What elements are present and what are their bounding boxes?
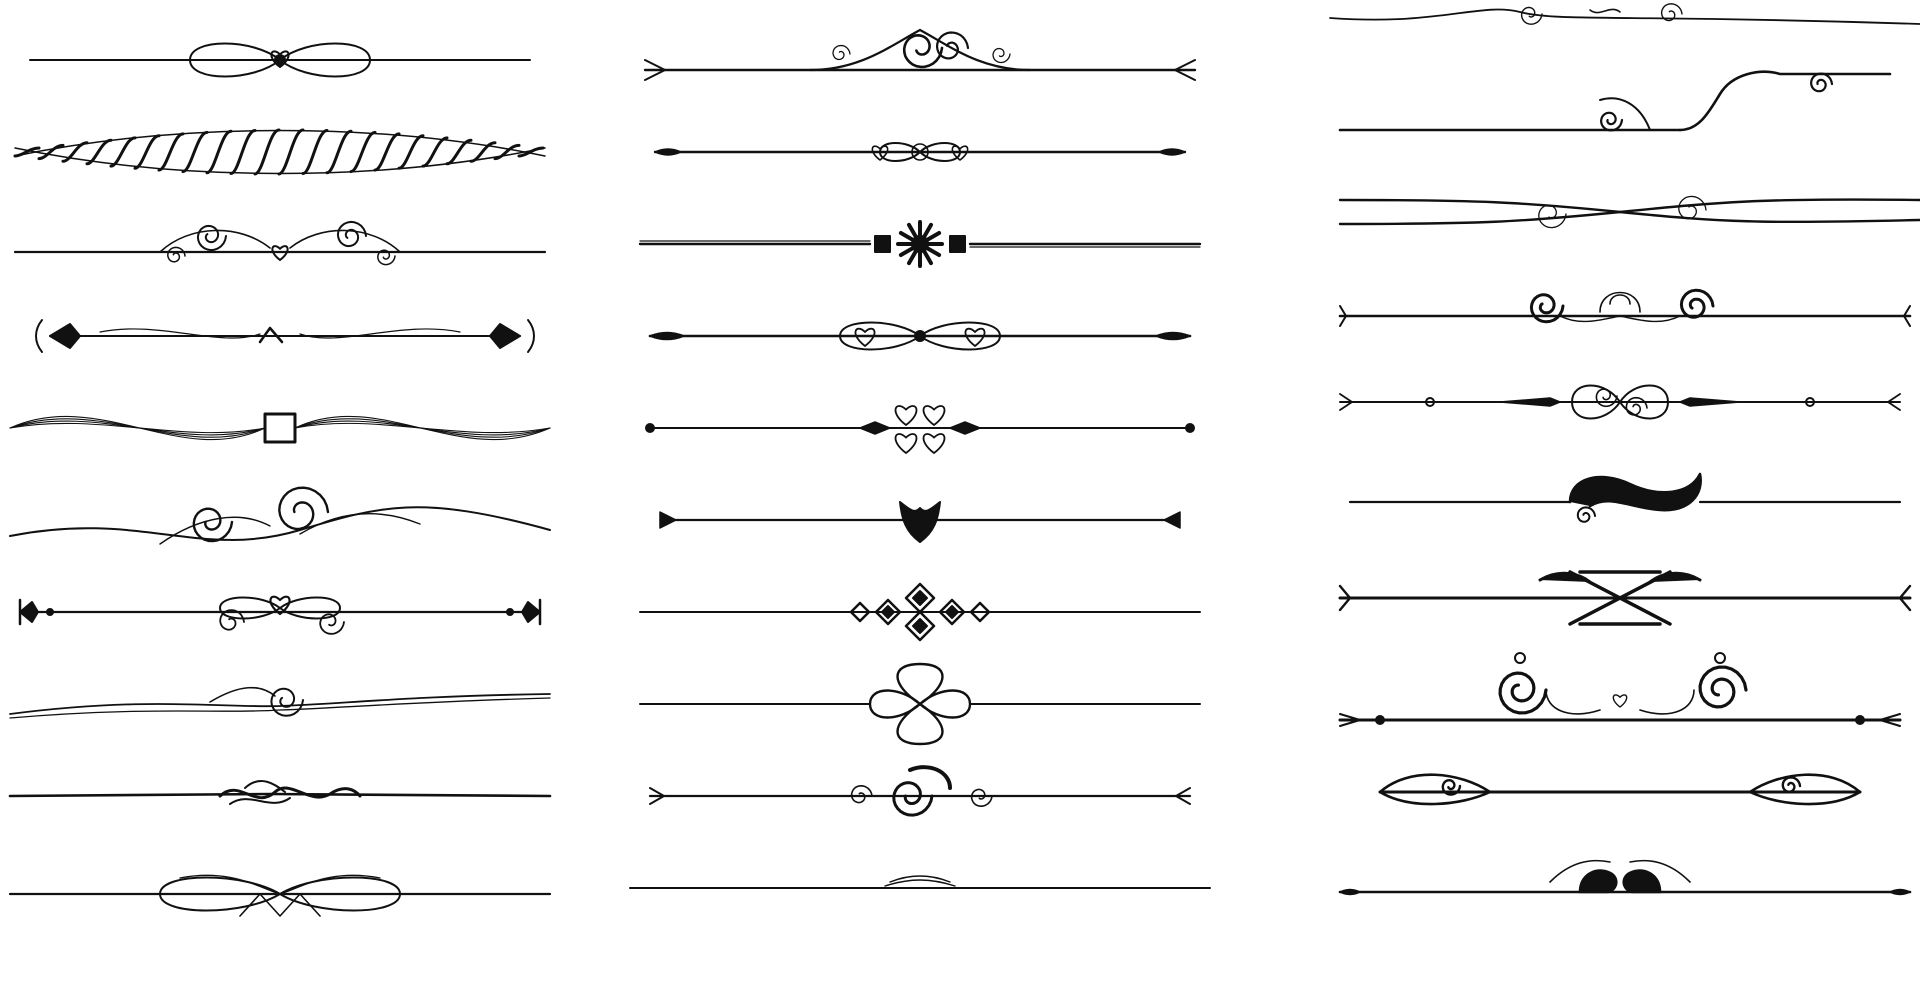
divider-rope-twist [13,128,546,176]
divider-loop-spiral [1338,288,1912,327]
divider-arrow-double-heart [648,321,1192,351]
divider-tribal-center [1338,859,1912,896]
divider-top-flourish [1329,3,1920,25]
divider-cross-knot [1338,570,1912,626]
divider-quatrefoil-loop [639,662,1201,746]
divider-tribal-ends [1378,773,1862,806]
divider-flourish-wave [9,486,551,545]
divider-arrow-heart-knot [653,142,1187,162]
divider-quatrefoil-heart [645,405,1195,454]
divider-wave-hook [1348,472,1902,523]
divider-fleur-ends-hearts [18,595,542,635]
divider-fleur-tips [35,319,535,353]
divider-sun-burst [638,220,1202,268]
divider-column-middle [620,0,1220,993]
divider-bottom-flourish [629,875,1211,889]
divider-scroll-heart [13,220,547,266]
divider-arrow-mask [659,501,1181,543]
divider-heart-spirals [1338,652,1902,727]
divider-crossing-swoosh [1338,195,1920,229]
divider-wavy-square [9,412,551,444]
divider-scroll-hook [648,765,1192,817]
divider-scroll-top [643,28,1197,81]
divider-bow-heart [29,42,531,78]
divider-double-loop [8,874,552,917]
divider-thin-swirl [9,686,551,719]
divider-column-right [1320,0,1920,993]
divider-rosette [1339,384,1901,420]
divider-corner-scroll [1338,70,1892,132]
divider-center-wave-knot [8,780,552,805]
divider-column-left [0,0,560,993]
divider-diamond-lattice [639,582,1201,642]
